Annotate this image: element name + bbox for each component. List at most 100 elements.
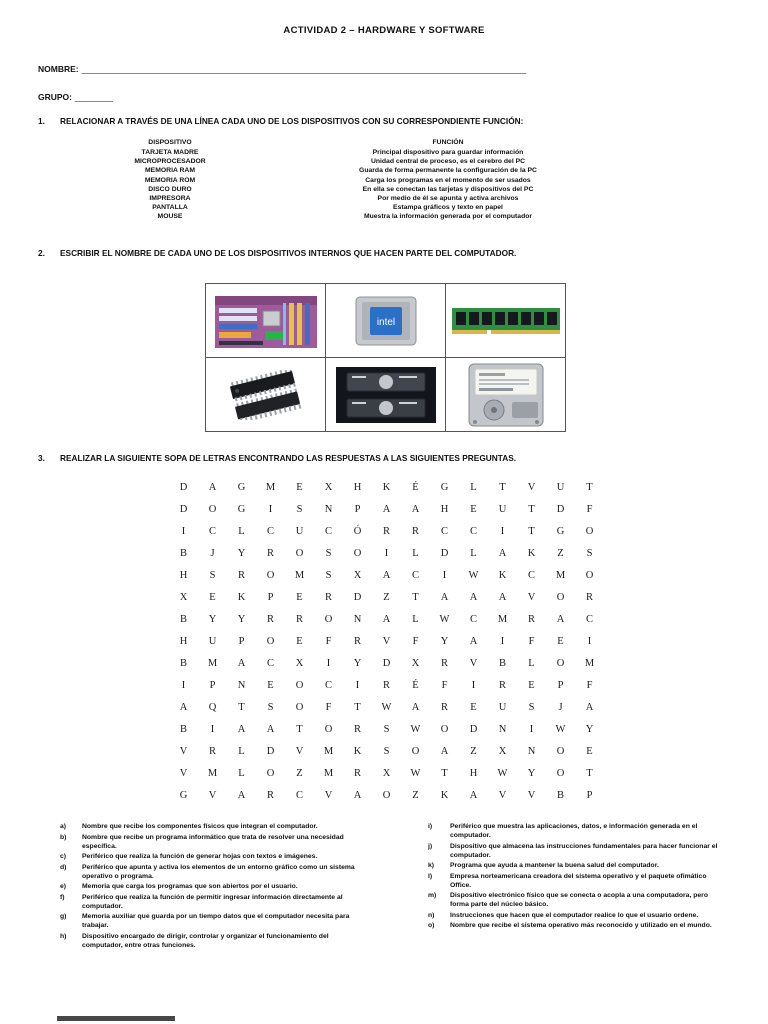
letter-cell: I (210, 723, 215, 735)
funcion-item: Principal dispositivo para guardar infor… (372, 149, 524, 156)
letter-cell: O (208, 503, 217, 515)
letter-cell: N (324, 503, 333, 515)
letter-cell: K (353, 745, 362, 757)
section3-number: 3. (38, 453, 45, 463)
letter-cell: W (439, 613, 450, 625)
letter-cell: L (470, 481, 477, 493)
hard-drive-image (468, 363, 543, 426)
letter-cell: I (500, 525, 505, 537)
letter-cell: F (412, 635, 419, 647)
letter-cell: X (498, 745, 507, 757)
letter-cell: M (265, 481, 276, 493)
dispositivo-item: MEMORIA RAM (145, 167, 195, 175)
letter-cell: M (555, 569, 566, 581)
letter-cell: A (469, 591, 478, 603)
question-item: a)Nombre que recibe los componentes físi… (60, 822, 360, 831)
section1-instruction: RELACIONAR A TRAVÉS DE UNA LÍNEA CADA UN… (60, 116, 524, 126)
question-label: i) (428, 823, 433, 830)
letter-cell: W (410, 723, 421, 735)
letter-cell: C (411, 569, 419, 581)
letter-cell: K (498, 569, 507, 581)
letter-cell: O (556, 591, 565, 603)
dispositivo-header: DISPOSITIVO (148, 139, 192, 146)
letter-cell: A (353, 789, 362, 801)
question-item: d)Periférico que apunta y activa los ele… (60, 863, 360, 881)
letter-cell: P (586, 789, 593, 801)
section1-heading: 1. RELACIONAR A TRAVÉS DE UNA LÍNEA CADA… (38, 116, 750, 126)
letter-cell: O (295, 679, 304, 691)
letter-cell: C (324, 679, 332, 691)
letter-cell: P (354, 503, 361, 515)
question-text: Dispositivo encargado de dirigir, contro… (82, 932, 329, 949)
letter-cell: O (556, 745, 565, 757)
letter-cell: T (586, 767, 593, 779)
letter-cell: D (179, 503, 188, 515)
question-text: Periférico que realiza la función de gen… (82, 853, 318, 860)
letter-cell: A (411, 701, 420, 713)
letter-cell: I (442, 569, 447, 581)
grupo-row: GRUPO:________ (38, 92, 113, 102)
question-label: g) (60, 913, 67, 920)
page-title: ACTIVIDAD 2 – HARDWARE Y SOFTWARE (283, 25, 485, 36)
letter-cell: L (238, 767, 245, 779)
letter-cell: O (382, 789, 391, 801)
letter-cell: R (237, 569, 245, 581)
letter-cell: I (500, 635, 505, 647)
letter-cell: W (381, 701, 392, 713)
question-item: f)Periférico que realiza la función de p… (60, 893, 360, 911)
letter-cell: C (469, 525, 477, 537)
grupo-blank-line: ________ (75, 92, 113, 102)
question-text: Nombre que recibe un programa informátic… (82, 833, 344, 850)
letter-cell: D (469, 723, 478, 735)
letter-cell: T (238, 701, 245, 713)
letter-cell: R (295, 613, 303, 625)
section1-number: 1. (38, 116, 45, 126)
letter-cell: A (469, 635, 478, 647)
letter-cell: T (586, 481, 593, 493)
funcion-item: Estampa gráficos y texto en papel (393, 204, 503, 212)
funcion-item: En ella se conectan las tarjetas y dispo… (362, 185, 534, 193)
letter-cell: N (353, 613, 362, 625)
letter-cell: R (440, 657, 448, 669)
question-label: n) (428, 911, 435, 919)
letter-cell: I (587, 635, 592, 647)
section3-instruction: REALIZAR LA SIGUIENTE SOPA DE LETRAS ENC… (60, 453, 517, 463)
question-item: b)Nombre que recibe un programa informát… (60, 833, 360, 851)
letter-cell: A (179, 701, 188, 713)
letter-cell: J (558, 701, 563, 713)
question-label: j) (428, 842, 433, 850)
letter-cell: A (498, 547, 507, 559)
letter-cell: É (412, 679, 419, 691)
device-cell-hdd (445, 357, 566, 432)
letter-cell: N (527, 745, 536, 757)
question-label: o) (428, 922, 435, 929)
question-text: Dispositivo electrónico físico que se co… (450, 892, 708, 908)
letter-cell: C (324, 525, 332, 537)
letter-cell: O (585, 525, 594, 537)
letter-cell: P (209, 679, 216, 691)
section2-number: 2. (38, 248, 45, 258)
questions-right-column: i)Periférico que muestra las aplicacione… (428, 822, 718, 932)
letter-cell: H (469, 767, 478, 779)
motherboard-image (214, 295, 317, 348)
letter-cell: B (179, 547, 187, 559)
letter-cell: U (208, 635, 217, 647)
devices-table-row-1: intel (205, 283, 566, 358)
letter-cell: D (382, 657, 391, 669)
question-text: Dispositivo que almacena las instruccion… (450, 842, 718, 859)
letter-cell: H (353, 481, 362, 493)
letter-cell: I (268, 503, 273, 515)
letter-cell: B (179, 723, 187, 735)
letter-cell: R (266, 547, 274, 559)
letter-cell: O (324, 613, 333, 625)
letter-cell: H (179, 635, 188, 647)
funcion-header: FUNCIÓN (432, 139, 464, 146)
letter-cell: L (412, 613, 419, 625)
letter-cell: O (324, 723, 333, 735)
letter-cell: O (295, 547, 304, 559)
letter-cell: D (179, 481, 188, 493)
letter-cell: X (295, 657, 304, 669)
letter-cell: V (498, 789, 507, 801)
